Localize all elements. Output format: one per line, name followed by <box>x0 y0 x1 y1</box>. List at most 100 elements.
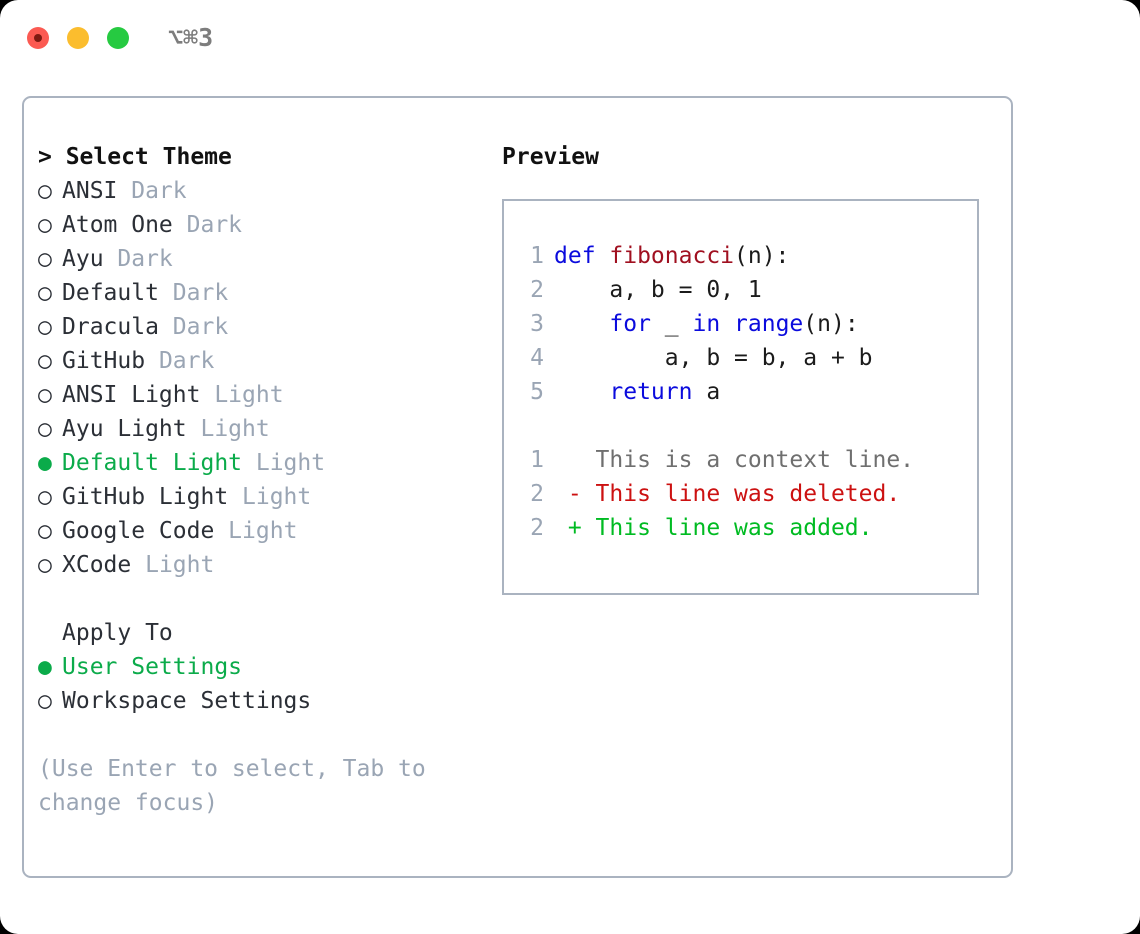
code-token-plain <box>720 311 734 337</box>
radio-unselected-icon[interactable]: ○ <box>38 552 52 578</box>
code-line: 3 for _ in range(n): <box>518 307 977 341</box>
diff-line-number: 2 <box>530 515 544 541</box>
code-token-keyword: return <box>609 379 693 405</box>
theme-selection-column: > Select Theme ○ANSI Dark○Atom One Dark○… <box>38 140 498 820</box>
code-token-keyword: for <box>609 311 651 337</box>
preview-column: Preview 1 def fibonacci (n): 2 a, b = 0, 1 3… <box>502 140 1002 595</box>
theme-variant-label: Dark <box>172 212 243 238</box>
code-token-plain: _ <box>650 311 693 337</box>
theme-name-label: GitHub Light <box>62 484 229 510</box>
theme-name-label: Default <box>62 280 159 306</box>
theme-variant-label: Dark <box>158 280 229 306</box>
theme-name-label: Default Light <box>62 450 243 476</box>
code-line-number: 3 <box>530 311 544 337</box>
theme-list-item[interactable]: ○ Google Code Light <box>38 514 498 548</box>
theme-name-label: Ayu Light <box>62 416 187 442</box>
theme-list-item[interactable]: ○ Ayu Light Light <box>38 412 498 446</box>
minimize-window-button[interactable] <box>67 27 89 49</box>
code-token-plain: a, b = 0, 1 <box>554 277 762 303</box>
theme-list-item[interactable]: ○ GitHub Light Light <box>38 480 498 514</box>
theme-variant-label: Dark <box>145 348 215 374</box>
theme-name-label: Dracula <box>62 314 159 340</box>
code-token-keyword: range <box>734 311 804 337</box>
radio-unselected-icon[interactable]: ○ <box>38 178 52 204</box>
theme-list-item[interactable]: ○ Default Dark <box>38 276 498 310</box>
theme-list-item[interactable]: ○ Ayu Dark <box>38 242 498 276</box>
diff-line-number: 2 <box>530 481 544 507</box>
apply-to-label: Workspace Settings <box>62 688 312 714</box>
theme-name-label: GitHub <box>62 348 146 374</box>
theme-list-item[interactable]: ○ ANSI Dark <box>38 174 498 208</box>
theme-list-item[interactable]: ○ GitHub Dark <box>38 344 498 378</box>
theme-name-label: Google Code <box>62 518 215 544</box>
diff-line-added: 2 + This line was added. <box>518 511 977 545</box>
code-token-keyword: in <box>692 311 721 337</box>
code-token-keyword: def <box>554 243 610 269</box>
theme-variant-label: Dark <box>117 178 187 204</box>
theme-variant-label: Light <box>242 450 326 476</box>
close-window-button[interactable] <box>27 27 49 49</box>
theme-name-label: Atom One <box>62 212 173 238</box>
theme-name-label: Ayu <box>62 246 104 272</box>
select-theme-heading: > Select Theme <box>38 144 232 170</box>
apply-to-option[interactable]: ● User Settings <box>38 650 498 684</box>
code-token-function: fibonacci <box>609 243 735 269</box>
apply-to-label: User Settings <box>62 654 243 680</box>
code-line: 4 a, b = b, a + b <box>518 341 977 375</box>
radio-unselected-icon[interactable]: ○ <box>38 416 52 442</box>
code-token-plain <box>554 311 609 337</box>
theme-name-label: XCode <box>62 552 132 578</box>
diff-line-text: + This line was added. <box>554 515 873 541</box>
theme-list[interactable]: ○ ANSI Dark ○ Atom One Dark ○ Ayu Dark ○ Defaul… <box>38 174 498 582</box>
theme-variant-label: Light <box>214 518 298 544</box>
preview-box: 1 def fibonacci (n): 2 a, b = 0, 1 3 for _ i… <box>502 199 979 595</box>
apply-to-option[interactable]: ○ Workspace Settings <box>38 684 498 718</box>
theme-list-item[interactable]: ○ XCode Light <box>38 548 498 582</box>
maximize-window-button[interactable] <box>107 27 129 49</box>
radio-unselected-icon[interactable]: ○ <box>38 382 52 408</box>
diff-line-text: - This line was deleted. <box>554 481 901 507</box>
code-line-number: 1 <box>530 243 544 269</box>
preview-heading: Preview <box>502 144 599 170</box>
code-line-number: 4 <box>530 345 544 371</box>
preview-spacer <box>518 409 977 443</box>
radio-unselected-icon[interactable]: ○ <box>38 484 52 510</box>
diff-line-number: 1 <box>530 447 544 473</box>
apply-to-list[interactable]: ● User Settings ○ Workspace Settings <box>38 650 498 718</box>
diff-line-deleted: 2 - This line was deleted. <box>518 477 977 511</box>
keyboard-shortcut-label: ⌥⌘3 <box>168 23 214 52</box>
radio-unselected-icon[interactable]: ○ <box>38 314 52 340</box>
theme-variant-label: Light <box>200 382 284 408</box>
theme-variant-label: Dark <box>158 314 229 340</box>
diff-sample: 1 This is a context line.2 - This line w… <box>518 443 977 545</box>
theme-list-item[interactable]: ○ Atom One Dark <box>38 208 498 242</box>
theme-list-item[interactable]: ○ Dracula Dark <box>38 310 498 344</box>
radio-unselected-icon[interactable]: ○ <box>38 348 52 374</box>
radio-unselected-icon[interactable]: ○ <box>38 280 52 306</box>
code-line-number: 5 <box>530 379 544 405</box>
radio-selected-icon[interactable]: ● <box>38 450 52 476</box>
radio-unselected-icon[interactable]: ○ <box>38 518 52 544</box>
theme-variant-label: Light <box>186 416 270 442</box>
apply-to-section: Apply To ● User Settings ○ Workspace Settin… <box>38 616 498 718</box>
theme-name-label: ANSI <box>62 178 118 204</box>
diff-line-context: 1 This is a context line. <box>518 443 977 477</box>
code-token-plain: (n): <box>803 311 859 337</box>
radio-unselected-icon[interactable]: ○ <box>38 212 52 238</box>
code-token-plain: a, b = b, a + b <box>554 345 873 371</box>
theme-variant-label: Light <box>228 484 312 510</box>
theme-name-label: ANSI Light <box>62 382 201 408</box>
theme-variant-label: Dark <box>103 246 173 272</box>
theme-list-item[interactable]: ● Default Light Light <box>38 446 498 480</box>
apply-to-heading: Apply To <box>62 620 173 646</box>
code-line: 5 return a <box>518 375 977 409</box>
radio-unselected-icon[interactable]: ○ <box>38 246 52 272</box>
radio-unselected-icon[interactable]: ○ <box>38 688 52 714</box>
title-bar: ⌥⌘3 <box>0 0 1140 78</box>
theme-list-item[interactable]: ○ ANSI Light Light <box>38 378 498 412</box>
theme-variant-label: Light <box>131 552 215 578</box>
radio-selected-icon[interactable]: ● <box>38 654 52 680</box>
